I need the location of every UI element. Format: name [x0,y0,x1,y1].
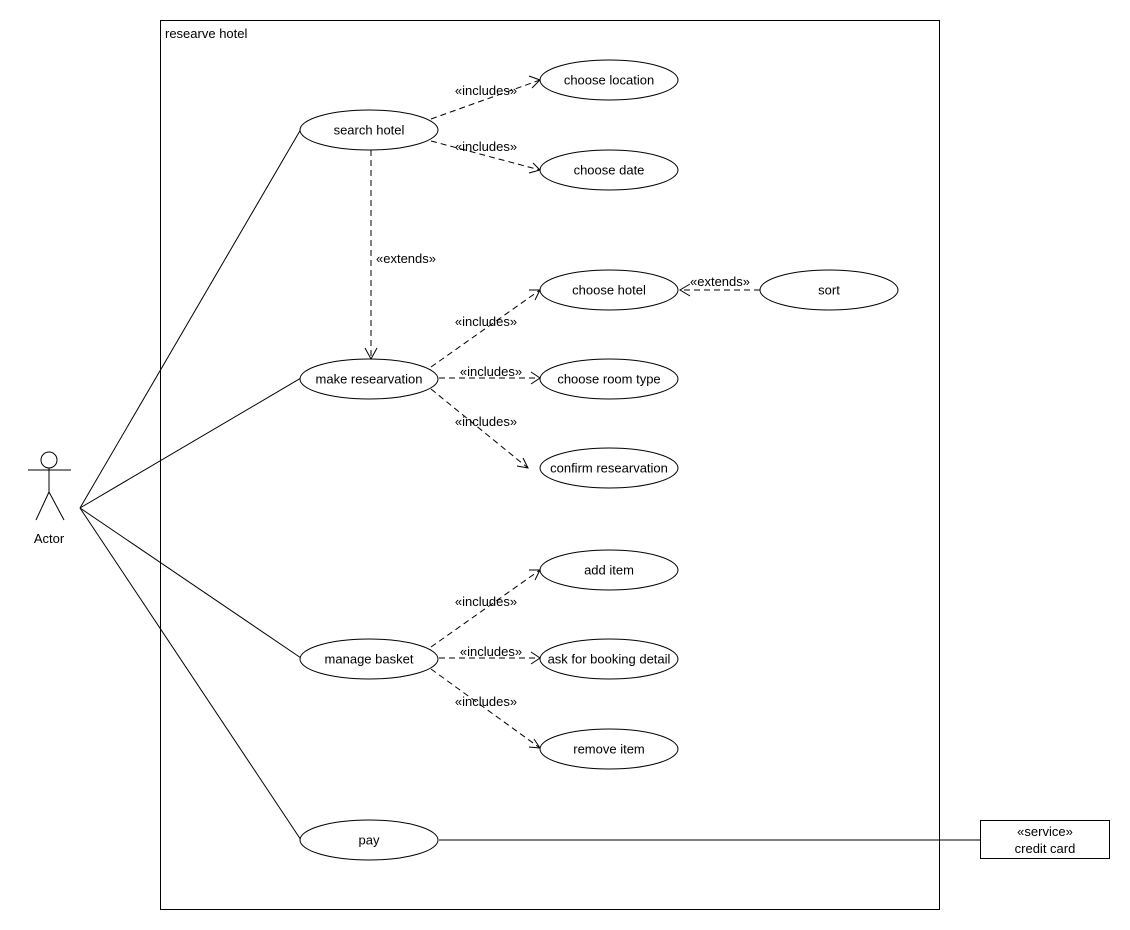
include-remove-item [430,668,541,749]
use-case-add-item[interactable]: add item [539,549,679,591]
use-case-choose-room-type[interactable]: choose room type [539,358,679,400]
actor-label: Actor [34,531,65,546]
use-case-label: make researvation [316,372,423,387]
label-includes-confirm: «includes» [455,414,517,429]
use-case-label: choose location [564,73,654,88]
use-case-choose-location[interactable]: choose location [539,59,679,101]
use-case-pay[interactable]: pay [299,819,439,861]
use-case-search-hotel[interactable]: search hotel [299,109,439,151]
use-case-sort[interactable]: sort [759,269,899,311]
use-case-label: pay [359,833,380,848]
label-includes-date: «includes» [455,139,517,154]
service-credit-card[interactable]: «service» credit card [980,820,1110,859]
label-extends-sort: «extends» [690,274,750,289]
use-case-label: search hotel [334,123,405,138]
label-includes-choose-hotel: «includes» [455,314,517,329]
label-includes-location: «includes» [455,83,517,98]
use-case-label: confirm researvation [550,461,668,476]
actor-head [40,451,58,469]
system-name: researve hotel [165,26,247,41]
include-add-item [430,569,541,648]
use-case-remove-item[interactable]: remove item [539,728,679,770]
association-manage-basket [79,507,302,659]
association-search-hotel [79,128,302,509]
association-make-reservation [79,377,302,509]
label-includes-room-type: «includes» [460,364,522,379]
service-stereotype: «service» [1017,824,1073,839]
use-case-choose-hotel[interactable]: choose hotel [539,269,679,311]
actor-figure[interactable]: Actor [28,451,71,546]
label-extends-reservation: «extends» [376,251,436,266]
use-case-label: choose date [574,163,645,178]
use-case-ask-booking-detail[interactable]: ask for booking detail [539,638,679,680]
association-pay [79,507,302,841]
use-case-label: choose hotel [572,283,646,298]
use-case-label: choose room type [557,372,660,387]
label-includes-booking-detail: «includes» [460,644,522,659]
include-choose-date [430,140,541,171]
use-case-label: ask for booking detail [548,652,671,667]
use-case-label: manage basket [325,652,414,667]
use-case-label: sort [818,283,840,298]
arrowhead-choose-hotel-extend [679,283,691,297]
include-choose-hotel [430,289,541,368]
service-name: credit card [1015,841,1076,856]
use-case-label: add item [584,563,634,578]
use-case-manage-basket[interactable]: manage basket [299,638,439,680]
use-case-confirm-reservation[interactable]: confirm researvation [539,447,679,489]
label-includes-remove-item: «includes» [455,694,517,709]
actor-left-leg [35,491,50,521]
use-case-choose-date[interactable]: choose date [539,149,679,191]
use-case-label: remove item [573,742,645,757]
include-confirm-reservation [430,388,529,469]
use-case-make-reservation[interactable]: make researvation [299,358,439,400]
label-includes-add-item: «includes» [455,594,517,609]
actor-right-leg [48,491,65,521]
arrowhead-confirm-reservation [516,457,529,469]
